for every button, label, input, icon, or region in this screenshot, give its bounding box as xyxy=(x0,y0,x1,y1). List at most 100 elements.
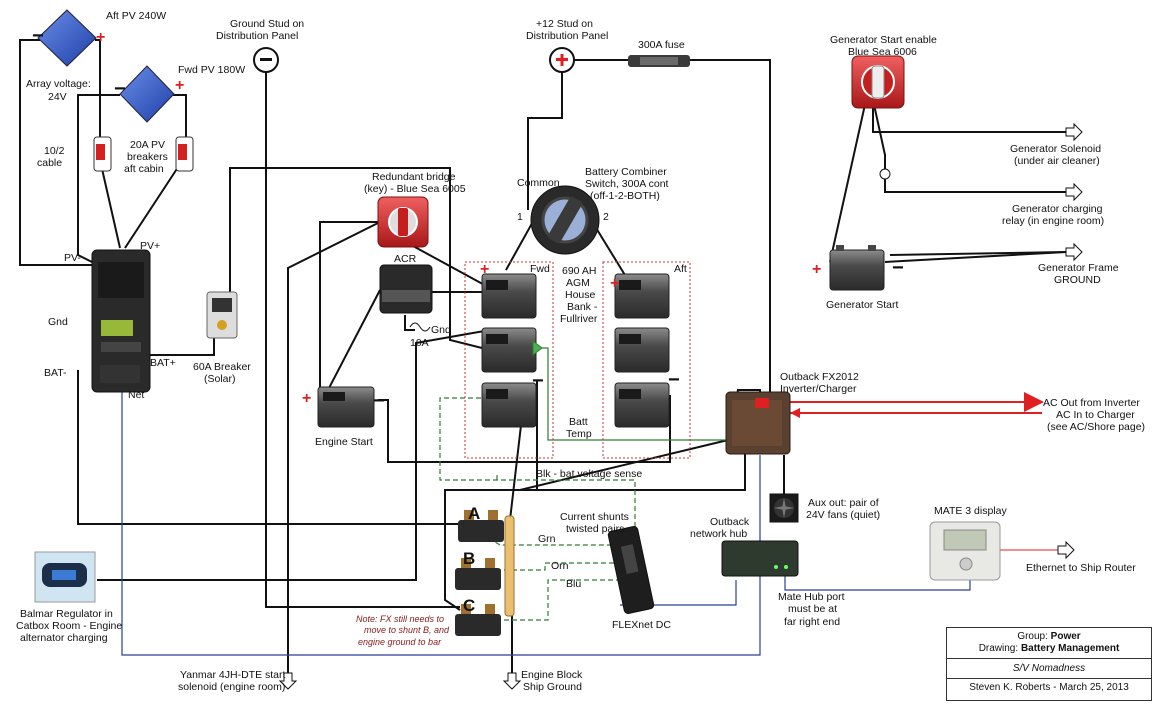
svg-text:Array voltage:: Array voltage: xyxy=(26,78,91,90)
redundant-bridge-switch xyxy=(377,196,429,248)
svg-text:Current shunts: Current shunts xyxy=(560,511,629,523)
svg-text:Aft: Aft xyxy=(674,263,687,275)
svg-text:BAT-: BAT- xyxy=(44,367,67,379)
svg-text:Ground Stud on: Ground Stud on xyxy=(230,18,304,30)
svg-text:twisted pairs: twisted pairs xyxy=(566,523,624,535)
svg-text:1: 1 xyxy=(517,211,523,223)
svg-text:cable: cable xyxy=(37,157,62,169)
svg-text:Redundant bridge: Redundant bridge xyxy=(372,171,456,183)
svg-text:Mate Hub port: Mate Hub port xyxy=(778,591,845,603)
svg-text:PV+: PV+ xyxy=(140,240,160,252)
svg-text:Fwd PV 180W: Fwd PV 180W xyxy=(178,64,245,76)
generator-start-battery xyxy=(829,245,885,291)
svg-text:Inverter/Charger: Inverter/Charger xyxy=(780,383,857,395)
svg-text:Generator Start: Generator Start xyxy=(826,299,898,311)
svg-text:(under air cleaner): (under air cleaner) xyxy=(1014,155,1100,167)
shunt-c xyxy=(455,604,501,636)
svg-text:+: + xyxy=(610,275,619,292)
svg-text:Blue Sea 6006: Blue Sea 6006 xyxy=(848,46,917,58)
svg-text:Generator charging: Generator charging xyxy=(1012,203,1103,215)
gen-enable-switch xyxy=(851,55,905,109)
vessel-name: S/V Nomadness xyxy=(947,659,1151,679)
svg-text:Blk - bat voltage sense: Blk - bat voltage sense xyxy=(536,468,642,480)
ground-bus-bar xyxy=(504,515,515,617)
svg-text:Gnd: Gnd xyxy=(431,324,451,336)
svg-text:690 AH: 690 AH xyxy=(562,265,596,277)
svg-text:+: + xyxy=(175,77,184,94)
svg-text:Temp: Temp xyxy=(566,428,592,440)
house-battery-fwd-2 xyxy=(481,327,537,373)
svg-text:Gnd: Gnd xyxy=(48,316,68,328)
house-battery-aft-2 xyxy=(614,327,670,373)
dc-wiring xyxy=(19,39,1067,682)
svg-text:Distribution Panel: Distribution Panel xyxy=(216,30,298,42)
svg-text:(Solar): (Solar) xyxy=(204,373,236,385)
outback-inverter xyxy=(725,391,791,455)
svg-text:Generator Start enable: Generator Start enable xyxy=(830,34,937,46)
pv-breaker-1 xyxy=(93,136,112,172)
svg-text:+: + xyxy=(96,29,105,46)
svg-text:must be at: must be at xyxy=(788,603,837,615)
svg-text:(key) - Blue Sea 6005: (key) - Blue Sea 6005 xyxy=(364,183,466,195)
acr xyxy=(379,264,433,332)
svg-text:MATE 3 display: MATE 3 display xyxy=(934,505,1007,517)
svg-text:aft cabin: aft cabin xyxy=(124,163,164,175)
svg-text:solenoid (engine room): solenoid (engine room) xyxy=(178,681,285,693)
mate3-display xyxy=(929,521,1001,581)
batt-temp-wire xyxy=(538,347,730,441)
svg-text:10A: 10A xyxy=(410,337,429,349)
svg-text:ACR: ACR xyxy=(394,253,417,265)
ground-stud xyxy=(253,47,279,73)
svg-text:Generator Solenoid: Generator Solenoid xyxy=(1010,143,1101,155)
svg-text:Catbox Room - Engine: Catbox Room - Engine xyxy=(16,620,122,632)
svg-text:−: − xyxy=(373,390,385,412)
svg-text:move to shunt B, and: move to shunt B, and xyxy=(364,625,450,635)
svg-text:Blu: Blu xyxy=(566,578,581,590)
svg-text:(see AC/Shore page): (see AC/Shore page) xyxy=(1047,421,1145,433)
svg-text:BAT+: BAT+ xyxy=(150,357,176,369)
house-battery-aft-3 xyxy=(614,382,670,428)
svg-text:Ship Ground: Ship Ground xyxy=(523,681,582,693)
output-arrows xyxy=(278,122,1083,690)
svg-text:(off-1-2-BOTH): (off-1-2-BOTH) xyxy=(590,190,660,202)
svg-text:Engine Start: Engine Start xyxy=(315,436,373,448)
battery-combiner-switch xyxy=(530,185,600,255)
svg-text:Switch, 300A cont: Switch, 300A cont xyxy=(585,178,669,190)
svg-text:Outback FX2012: Outback FX2012 xyxy=(780,371,859,383)
svg-text:C: C xyxy=(463,596,475,615)
house-battery-fwd-1 xyxy=(481,273,537,319)
svg-text:24V fans (quiet): 24V fans (quiet) xyxy=(806,509,880,521)
drawing-value: Battery Management xyxy=(1020,643,1120,654)
svg-text:FLEXnet DC: FLEXnet DC xyxy=(612,619,671,631)
svg-text:Distribution Panel: Distribution Panel xyxy=(526,30,608,42)
ac-in-arrowhead xyxy=(790,408,800,418)
svg-text:−: − xyxy=(892,257,904,279)
svg-text:Battery Combiner: Battery Combiner xyxy=(585,166,667,178)
svg-text:Engine Block: Engine Block xyxy=(521,669,583,681)
solar-60a-breaker xyxy=(206,291,238,339)
svg-text:PV-: PV- xyxy=(64,252,81,264)
svg-text:−: − xyxy=(668,369,680,391)
svg-text:breakers: breakers xyxy=(127,151,168,163)
svg-text:+12 Stud on: +12 Stud on xyxy=(536,18,593,30)
svg-text:Fwd: Fwd xyxy=(530,263,550,275)
svg-text:House: House xyxy=(565,289,596,301)
svg-text:20A PV: 20A PV xyxy=(130,139,165,151)
batt-temp-sensor xyxy=(532,339,543,357)
svg-text:300A fuse: 300A fuse xyxy=(638,39,685,51)
svg-text:relay (in engine room): relay (in engine room) xyxy=(1002,215,1104,227)
svg-text:Yanmar 4JH-DTE start: Yanmar 4JH-DTE start xyxy=(180,669,285,681)
charge-controller xyxy=(91,249,151,393)
house-battery-fwd-3 xyxy=(481,382,537,428)
svg-text:−: − xyxy=(532,370,544,392)
svg-text:Common: Common xyxy=(517,177,560,189)
svg-text:24V: 24V xyxy=(48,91,67,103)
svg-text:A: A xyxy=(468,504,480,523)
svg-text:2: 2 xyxy=(603,211,609,223)
svg-text:AC In to Charger: AC In to Charger xyxy=(1056,409,1135,421)
svg-text:−: − xyxy=(32,25,44,47)
svg-text:Orn: Orn xyxy=(551,560,569,572)
network-hub xyxy=(721,540,799,577)
group-label: Group: xyxy=(1017,631,1048,642)
